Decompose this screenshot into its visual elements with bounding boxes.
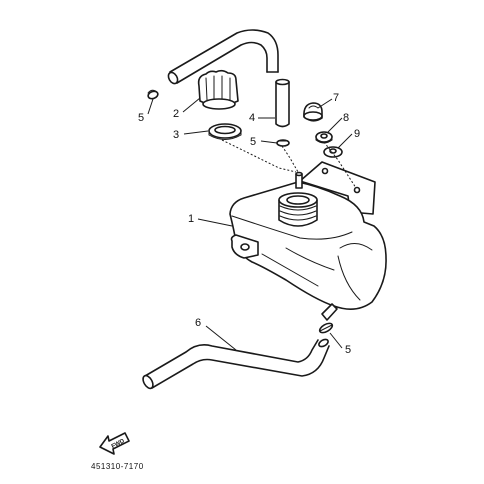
callout-labels: 5 2 3 4 5 7 8 9 1 6 5: [138, 92, 360, 356]
assembly-guide-lines: [221, 139, 357, 189]
callout-leader-lines: [147, 97, 353, 351]
hose-clip-middle: [276, 139, 290, 147]
callout-9: 9: [354, 128, 360, 140]
callout-1: 1: [188, 213, 194, 225]
callout-8: 8: [343, 112, 349, 124]
callout-3: 3: [173, 129, 179, 141]
callout-7: 7: [333, 92, 339, 104]
diagram-code: 451310-7170: [91, 462, 144, 471]
bolt-part-7: [303, 102, 323, 122]
callout-5-lower: 5: [345, 344, 351, 356]
grommet-part-8: [315, 131, 333, 144]
cap-gasket: [208, 123, 242, 140]
filler-cap: [197, 69, 239, 110]
callout-6: 6: [195, 317, 201, 329]
oil-tank: [229, 161, 387, 321]
fwd-arrow-icon: FWD: [99, 432, 130, 455]
oil-delivery-hose: [142, 338, 330, 390]
hose-part-4: [275, 78, 290, 128]
hose-clip-upper-left: [147, 89, 159, 100]
hose-clip-lower: [318, 322, 334, 334]
washer-part-9: [323, 146, 343, 158]
callout-5-upper-left: 5: [138, 112, 144, 124]
callout-4: 4: [249, 112, 255, 124]
breather-hose-upper: [167, 29, 279, 85]
callout-2: 2: [173, 108, 179, 120]
callout-5-middle: 5: [250, 136, 256, 148]
